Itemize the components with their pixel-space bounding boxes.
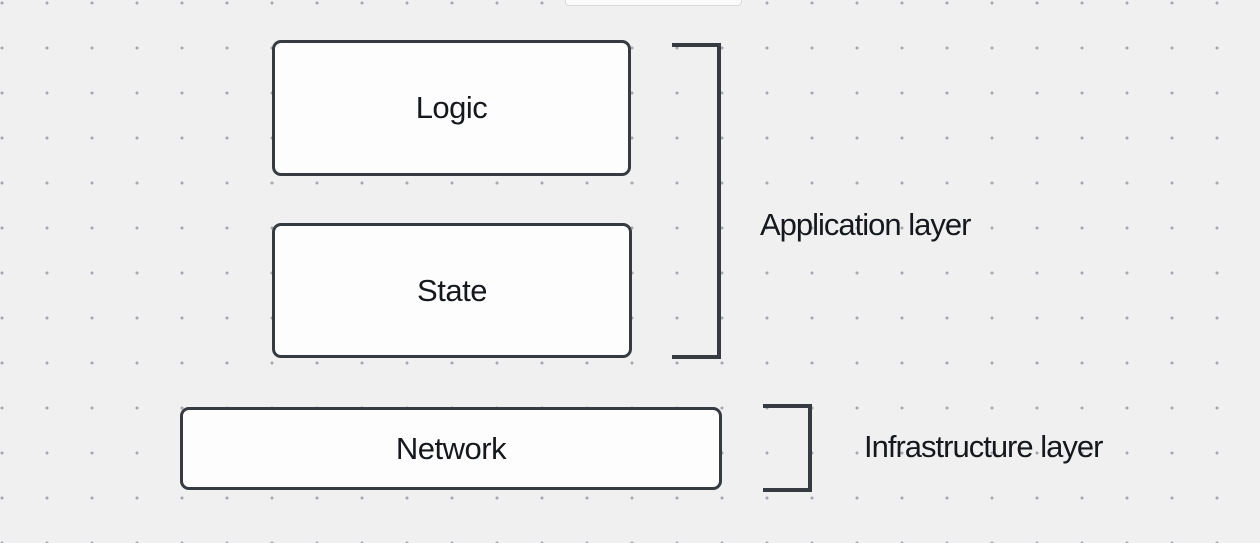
bracket-application-layer[interactable] [672,43,721,359]
node-state[interactable]: State [272,223,632,358]
bracket-infrastructure-layer[interactable] [763,404,812,492]
node-state-label: State [417,272,487,308]
node-network-label: Network [395,430,507,466]
node-network[interactable]: Network [180,407,722,490]
label-infrastructure-layer[interactable]: Infrastructure layer [864,429,1103,464]
partial-shape-top[interactable] [565,0,742,6]
label-application-layer[interactable]: Application layer [760,207,971,242]
node-logic-label: Logic [415,90,488,125]
node-logic[interactable]: Logic [272,40,631,176]
